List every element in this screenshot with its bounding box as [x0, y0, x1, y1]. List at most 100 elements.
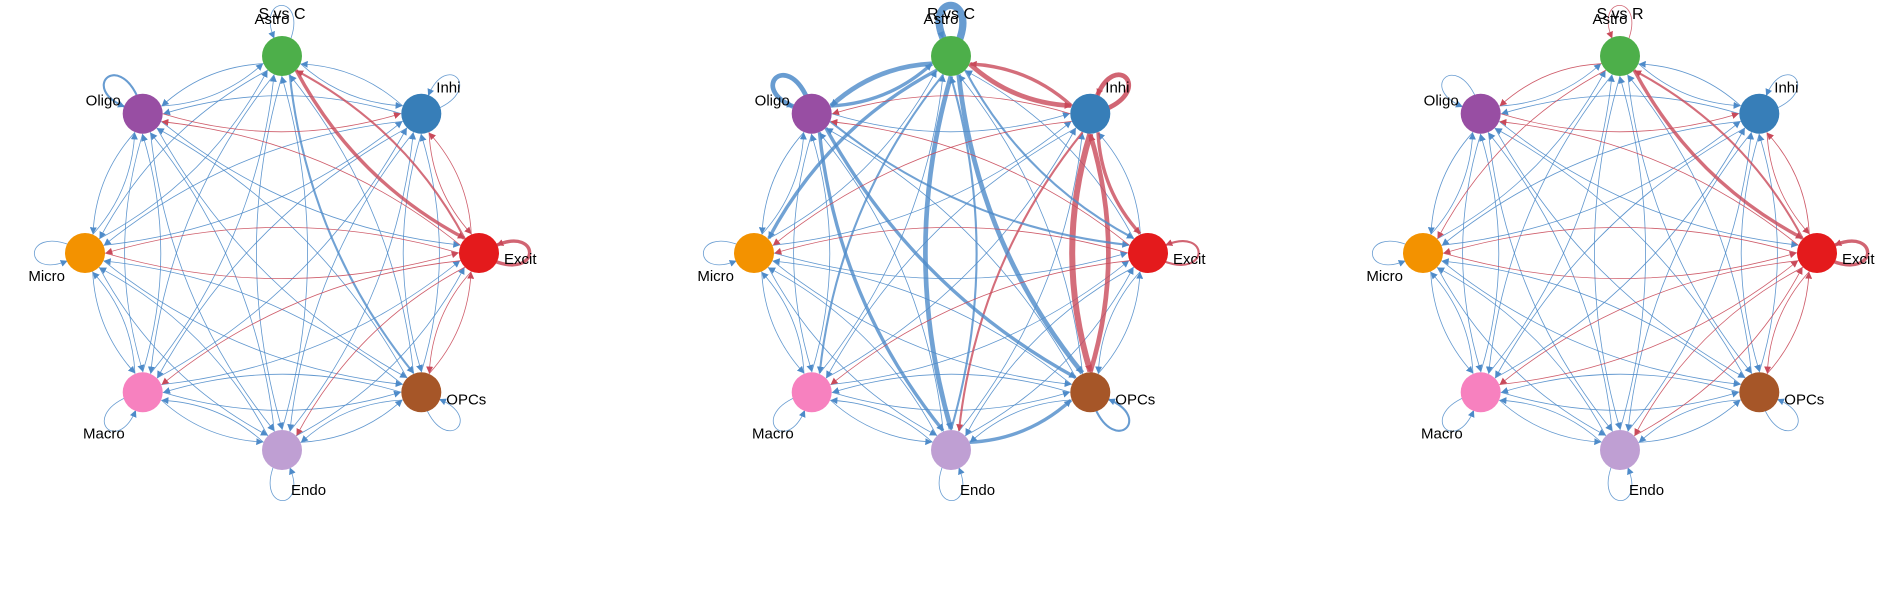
edge-excit-to-micro: [1443, 227, 1798, 255]
edge-astro-to-oligo: [829, 61, 933, 108]
edge-excit-to-inhi: [428, 132, 472, 235]
node-oligo: [1460, 93, 1501, 134]
panel-s-vs-c: S vs C AstroInhiExcitOPCsEndoMacroMicroO…: [28, 5, 537, 501]
edge-astro-to-micro: [767, 68, 938, 239]
edge-oligo-to-excit: [1498, 121, 1799, 248]
node-macro: [791, 372, 832, 413]
node-excit: [1797, 233, 1837, 273]
edge-micro-to-inhi: [103, 121, 403, 246]
self-loop-endo: [269, 464, 296, 501]
edge-macro-to-inhi: [1494, 127, 1745, 379]
self-loop-macro: [772, 396, 806, 432]
edge-opcs-to-oligo: [825, 128, 1077, 379]
edge-endo-to-oligo: [150, 132, 275, 432]
edge-endo-to-inhi: [289, 132, 417, 432]
self-loop-excit: [1162, 239, 1200, 266]
node-label-excit: Excit: [1842, 251, 1875, 268]
node-label-micro: Micro: [697, 268, 734, 285]
edge-oligo-to-opcs: [824, 126, 1077, 379]
edge-oligo-to-opcs: [156, 127, 408, 378]
edge-inhi-to-astro: [1638, 60, 1742, 107]
edge-oligo-to-astro: [830, 62, 933, 108]
node-label-excit: Excit: [504, 251, 537, 268]
self-loop-astro: [268, 5, 295, 42]
edge-macro-to-opcs: [162, 390, 401, 411]
node-endo: [262, 430, 302, 470]
node-label-micro: Micro: [28, 268, 65, 285]
node-label-opcs: OPCs: [1784, 391, 1824, 408]
self-loop-micro: [1372, 240, 1409, 267]
edge-endo-to-astro: [280, 76, 308, 431]
edge-macro-to-opcs: [1500, 390, 1739, 411]
edge-inhi-to-macro: [1495, 127, 1746, 379]
node-opcs: [1739, 372, 1780, 413]
node-label-inhi: Inhi: [1774, 80, 1798, 97]
edge-astro-to-excit: [1632, 69, 1803, 240]
panel-r-vs-c: R vs C AstroInhiExcitOPCsEndoMacroMicroO…: [697, 1, 1206, 501]
node-label-endo: Endo: [291, 482, 326, 499]
self-loop-endo: [1607, 464, 1634, 501]
node-inhi: [401, 93, 442, 134]
edge-endo-to-macro: [161, 397, 264, 443]
edge-micro-to-opcs: [772, 260, 1072, 388]
edge-astro-to-opcs: [956, 74, 1085, 375]
self-loop-oligo: [1441, 74, 1477, 108]
edge-endo-to-inhi: [1627, 132, 1755, 432]
edge-oligo-to-opcs: [1494, 127, 1746, 378]
edge-oligo-to-micro: [758, 131, 805, 235]
edge-inhi-to-excit: [428, 132, 472, 235]
edge-inhi-to-macro: [826, 127, 1077, 379]
edge-opcs-to-micro: [103, 258, 404, 385]
edge-excit-to-opcs: [426, 271, 472, 374]
self-loop-opcs: [1763, 398, 1799, 432]
node-opcs: [401, 372, 442, 413]
edge-excit-to-inhi: [1766, 132, 1810, 235]
edge-astro-to-macro: [816, 73, 945, 374]
edge-macro-to-astro: [1488, 74, 1615, 375]
edge-endo-to-oligo: [1488, 132, 1613, 432]
node-inhi: [1070, 93, 1111, 134]
edge-excit-to-inhi: [1097, 132, 1141, 235]
edge-opcs-to-astro: [958, 74, 1083, 374]
edge-astro-to-endo: [1594, 75, 1622, 430]
edge-opcs-to-astro: [1627, 74, 1752, 374]
edge-endo-to-opcs: [300, 399, 403, 443]
edge-astro-to-micro: [1437, 69, 1607, 239]
node-label-astro: Astro: [254, 11, 289, 28]
edge-excit-to-oligo: [161, 118, 461, 246]
edge-micro-to-excit: [1442, 251, 1797, 279]
node-label-macro: Macro: [83, 425, 125, 442]
edge-inhi-to-micro: [1441, 121, 1741, 246]
edge-endo-to-excit: [964, 267, 1134, 437]
edge-layer: [34, 5, 532, 501]
edge-inhi-to-excit: [1766, 132, 1810, 235]
edge-micro-to-macro: [92, 271, 136, 374]
edge-opcs-to-excit: [1097, 271, 1144, 375]
node-macro: [1460, 372, 1501, 413]
edge-macro-to-excit: [830, 260, 1130, 385]
node-label-astro: Astro: [923, 11, 958, 28]
edge-astro-to-endo: [256, 75, 284, 430]
node-label-macro: Macro: [752, 425, 794, 442]
edge-excit-to-astro: [1634, 69, 1804, 240]
edge-opcs-to-oligo: [156, 128, 408, 379]
edge-endo-to-macro: [1499, 397, 1602, 443]
edge-macro-to-endo: [829, 399, 933, 446]
edge-oligo-to-macro: [124, 133, 145, 372]
edge-macro-to-micro: [761, 271, 805, 374]
node-excit: [1128, 233, 1168, 273]
edge-astro-to-macro: [147, 74, 275, 374]
edge-micro-to-endo: [1436, 266, 1606, 436]
edge-oligo-to-inhi: [162, 112, 401, 133]
panel-s-vs-r: S vs R AstroInhiExcitOPCsEndoMacroMicroO…: [1366, 5, 1875, 501]
self-loop-opcs: [1094, 398, 1131, 432]
edge-astro-to-inhi: [300, 63, 403, 109]
self-loop-inhi: [1095, 72, 1131, 111]
node-micro: [734, 233, 774, 273]
edge-astro-to-macro: [1485, 74, 1613, 374]
edge-excit-to-astro: [296, 69, 466, 240]
edge-macro-to-micro: [92, 271, 136, 374]
edge-endo-to-astro: [949, 76, 978, 431]
edge-endo-to-excit: [1633, 267, 1803, 437]
edge-opcs-to-astro: [289, 74, 414, 374]
